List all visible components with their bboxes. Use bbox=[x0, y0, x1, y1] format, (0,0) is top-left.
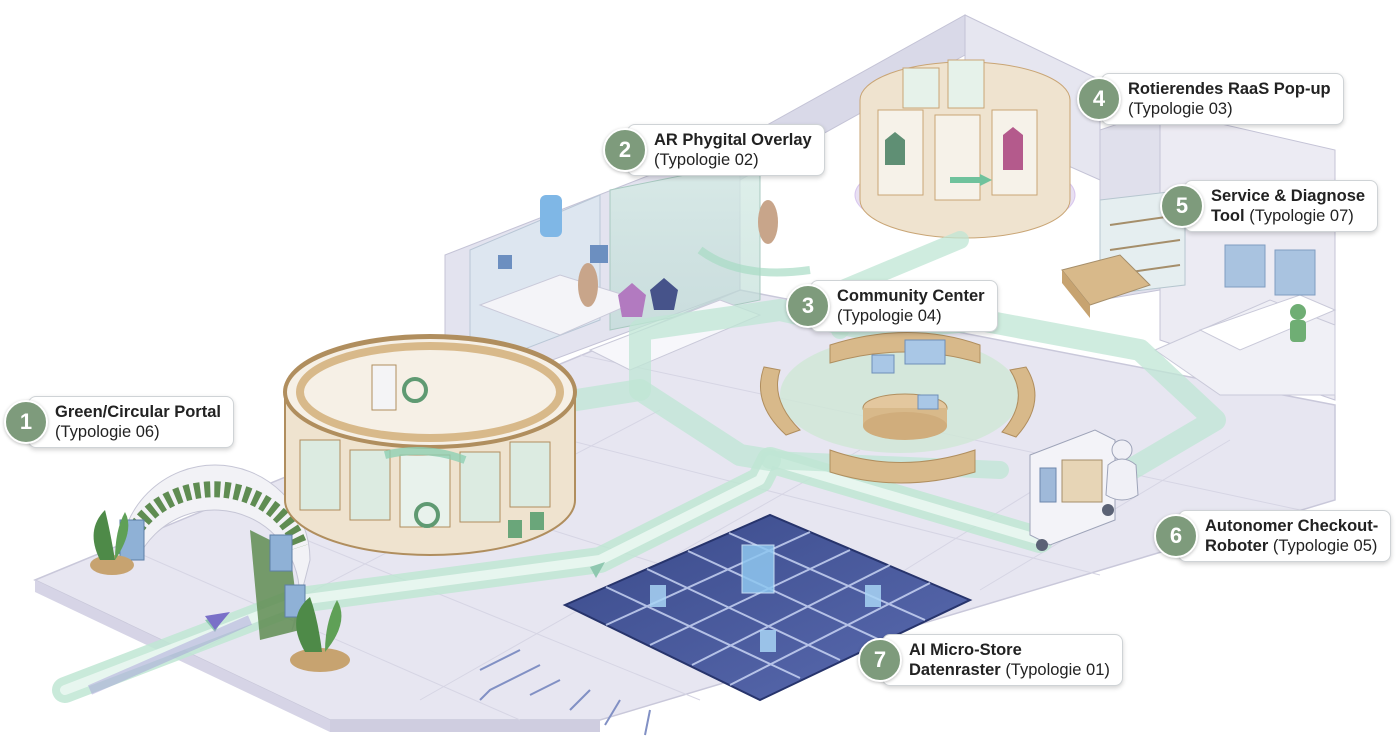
callout-title-continued: Roboter bbox=[1205, 537, 1269, 555]
callout-line2: Datenraster (Typologie 01) bbox=[909, 660, 1110, 680]
callout-line2: Tool (Typologie 07) bbox=[1211, 206, 1365, 226]
callout-label: Rotierendes RaaS Pop-up (Typologie 03) bbox=[1101, 73, 1344, 125]
checkout-robot bbox=[1029, 429, 1139, 551]
callout-title: Rotierendes RaaS Pop-up bbox=[1128, 80, 1331, 98]
callout-2-ar-phygital-overlay: 2 AR Phygital Overlay (Typologie 02) bbox=[603, 124, 825, 176]
callout-typology: (Typologie 03) bbox=[1128, 100, 1233, 118]
callout-typology: (Typologie 01) bbox=[1005, 661, 1110, 679]
callout-3-community-center: 3 Community Center (Typologie 04) bbox=[786, 280, 998, 332]
callout-number-badge: 3 bbox=[786, 284, 830, 328]
callout-title: Community Center bbox=[837, 287, 985, 305]
callout-7-ai-micro-store: 7 AI Micro-Store Datenraster (Typologie … bbox=[858, 634, 1123, 686]
callout-title: Service & Diagnose bbox=[1211, 187, 1366, 205]
callout-typology: (Typologie 07) bbox=[1249, 207, 1354, 225]
callout-title: AI Micro-Store bbox=[909, 641, 1022, 659]
callout-6-checkout-robot: 6 Autonomer Checkout- Roboter (Typologie… bbox=[1154, 510, 1392, 562]
callout-typology: (Typologie 06) bbox=[55, 423, 160, 441]
callout-title: Green/Circular Portal bbox=[55, 403, 221, 421]
callout-line2: Roboter (Typologie 05) bbox=[1205, 536, 1378, 556]
callout-title-continued: Datenraster bbox=[909, 661, 1001, 679]
callout-number-badge: 1 bbox=[4, 400, 48, 444]
callout-number-badge: 4 bbox=[1077, 77, 1121, 121]
green-circular-portal bbox=[87, 464, 350, 695]
callout-label: AI Micro-Store Datenraster (Typologie 01… bbox=[882, 634, 1123, 686]
callout-title: AR Phygital Overlay bbox=[654, 131, 812, 149]
callout-label: Community Center (Typologie 04) bbox=[810, 280, 998, 332]
callout-typology: (Typologie 02) bbox=[654, 151, 759, 169]
callout-number-badge: 7 bbox=[858, 638, 902, 682]
callout-number-badge: 6 bbox=[1154, 514, 1198, 558]
raas-popup-rotunda bbox=[854, 59, 1076, 239]
callout-5-service-diagnose: 5 Service & Diagnose Tool (Typologie 07) bbox=[1160, 180, 1379, 232]
callout-number-badge: 2 bbox=[603, 128, 647, 172]
callout-label: Service & Diagnose Tool (Typologie 07) bbox=[1184, 180, 1379, 232]
callout-1-green-circular-portal: 1 Green/Circular Portal (Typologie 06) bbox=[4, 396, 234, 448]
callout-label: Green/Circular Portal (Typologie 06) bbox=[28, 396, 234, 448]
callout-typology: (Typologie 04) bbox=[837, 307, 942, 325]
callout-typology: (Typologie 05) bbox=[1272, 537, 1378, 555]
callout-title-continued: Tool bbox=[1211, 207, 1245, 225]
community-center bbox=[760, 332, 1036, 484]
recycling-ring bbox=[283, 334, 577, 556]
callout-number-badge: 5 bbox=[1160, 184, 1204, 228]
callout-label: Autonomer Checkout- Roboter (Typologie 0… bbox=[1178, 510, 1392, 562]
callout-4-raas-popup: 4 Rotierendes RaaS Pop-up (Typologie 03) bbox=[1077, 73, 1344, 125]
callout-title: Autonomer Checkout- bbox=[1205, 517, 1379, 535]
ai-datenraster-grid bbox=[479, 513, 973, 736]
callout-label: AR Phygital Overlay (Typologie 02) bbox=[627, 124, 825, 176]
